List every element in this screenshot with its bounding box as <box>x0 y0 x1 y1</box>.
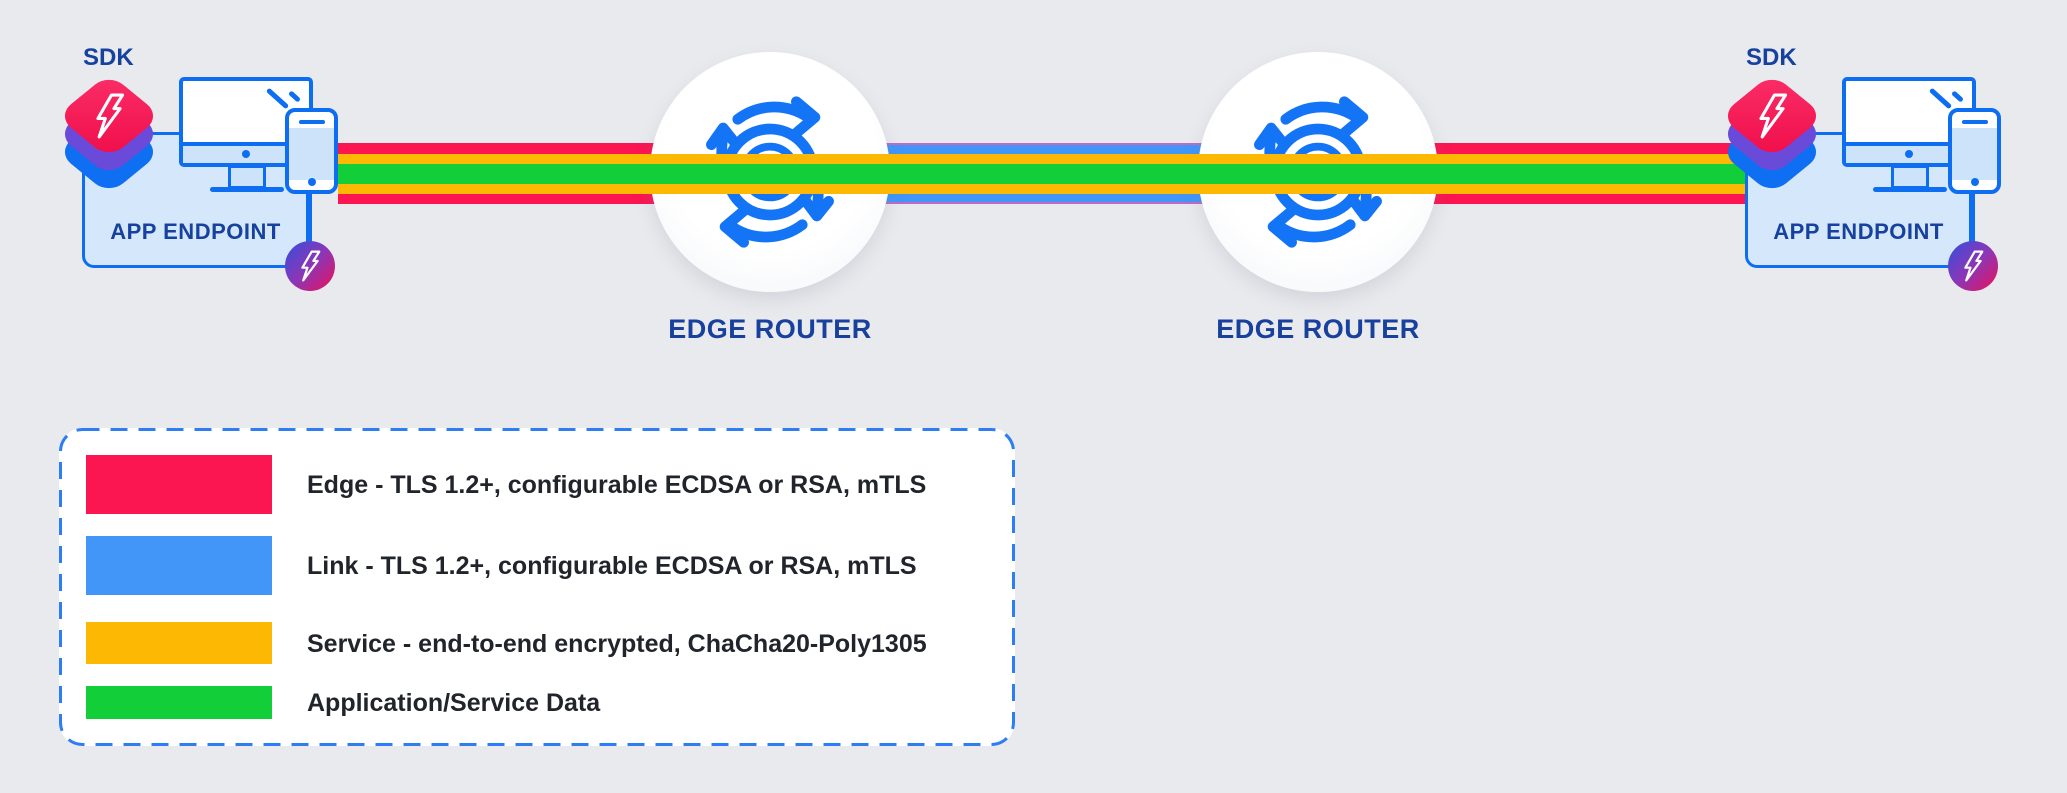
legend-label-link: Link - TLS 1.2+, configurable ECDSA or R… <box>307 552 917 580</box>
endpoint-label: APP ENDPOINT <box>110 219 281 244</box>
link-stripe-top <box>770 145 1318 154</box>
lightning-bolt-icon <box>1964 250 1984 282</box>
identity-badge <box>1948 241 1998 291</box>
stripe-band-upper <box>338 143 1746 204</box>
router-label: EDGE ROUTER <box>668 314 872 344</box>
legend-swatch-data <box>86 686 272 719</box>
monitor-dot <box>1905 150 1913 158</box>
phone-home-button <box>1970 178 1979 186</box>
legend-label-data: Application/Service Data <box>307 689 601 717</box>
sdk-label: SDK <box>83 44 134 71</box>
legend: Edge - TLS 1.2+, configurable ECDSA or R… <box>59 428 1015 746</box>
stripe-band-lower <box>338 143 1746 204</box>
service-stripe-bottom <box>338 183 1746 194</box>
sdk-label: SDK <box>1746 44 1797 71</box>
legend-swatch-link <box>86 536 272 595</box>
legend-swatch-service <box>86 622 272 664</box>
phone-speaker <box>1961 120 1988 124</box>
lightning-bolt-icon <box>96 93 125 139</box>
legend-label-edge: Edge - TLS 1.2+, configurable ECDSA or R… <box>307 471 927 499</box>
data-stripe <box>338 163 1746 184</box>
monitor-bezel <box>183 142 309 163</box>
router-label: EDGE ROUTER <box>1216 314 1420 344</box>
service-stripe-top <box>338 153 1746 164</box>
monitor-stand <box>1891 165 1929 189</box>
phone-screen <box>1952 128 1997 180</box>
link-stripe-bottom <box>770 194 1318 202</box>
blend-edge-bottom <box>770 202 1318 204</box>
blend-edge-top <box>770 143 1318 145</box>
monitor-dot <box>242 150 250 158</box>
legend-dashed-border <box>59 428 1015 746</box>
identity-badge <box>285 241 335 291</box>
monitor-stand <box>228 165 266 189</box>
monitor-base <box>210 187 284 192</box>
endpoint-label: APP ENDPOINT <box>1773 219 1944 244</box>
monitor-bezel <box>1846 142 1972 163</box>
lightning-bolt-icon <box>1759 93 1788 139</box>
lightning-bolt-icon <box>301 250 321 282</box>
phone-home-button <box>307 178 316 186</box>
phone-icon <box>1948 108 2001 194</box>
legend-swatch-edge <box>86 455 272 514</box>
monitor-base <box>1873 187 1947 192</box>
badge-connector-line <box>1971 185 1975 245</box>
phone-speaker <box>298 120 325 124</box>
legend-label-service: Service - end-to-end encrypted, ChaCha20… <box>307 630 927 658</box>
badge-connector-line <box>308 185 312 245</box>
phone-screen <box>289 128 334 180</box>
phone-icon <box>285 108 338 194</box>
